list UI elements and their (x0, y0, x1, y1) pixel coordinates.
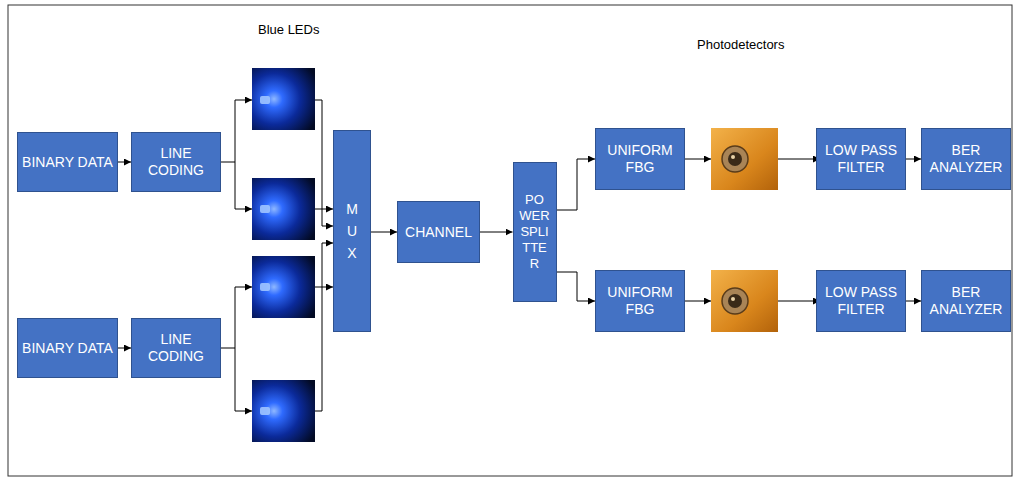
signal-arrow (557, 159, 596, 210)
box-label: BER ANALYZER (922, 284, 1010, 318)
process-box: CHANNEL (397, 201, 480, 263)
wire (217, 100, 820, 411)
box-label: CHANNEL (405, 224, 472, 241)
led-picture (252, 256, 315, 318)
box-label: BINARY DATA (22, 154, 113, 171)
process-box: BER ANALYZER (921, 270, 1011, 332)
process-box: BINARY DATA (17, 318, 118, 378)
box-label: M U X (345, 198, 359, 264)
frame (8, 5, 1012, 476)
box-label: PO WER SPLI TTE R (518, 192, 552, 272)
box-label: BINARY DATA (22, 340, 113, 357)
signal-arrow (906, 301, 921, 302)
signal-arrow (480, 232, 513, 233)
box-label: UNIFORM FBG (596, 284, 684, 318)
signal-arrow (371, 232, 397, 233)
process-box: BINARY DATA (17, 132, 118, 192)
process-box: BER ANALYZER (921, 128, 1011, 190)
box-label: BER ANALYZER (922, 142, 1010, 176)
process-box: LINE CODING (131, 318, 221, 378)
process-box: M U X (333, 130, 371, 332)
signal-arrow (118, 162, 131, 163)
box-label: LINE CODING (132, 331, 220, 365)
signal-arrow (557, 272, 596, 301)
photodetector-picture (711, 270, 778, 332)
box-label: LOW PASS FILTER (817, 284, 905, 318)
box-label: UNIFORM FBG (596, 142, 684, 176)
process-box: UNIFORM FBG (595, 270, 685, 332)
process-box: LINE CODING (131, 132, 221, 192)
led-picture (252, 68, 315, 130)
led-picture (252, 380, 315, 442)
process-box: PO WER SPLI TTE R (513, 162, 557, 302)
caption-label: Blue LEDs (258, 22, 319, 37)
signal-arrow (118, 348, 131, 349)
box-label: LOW PASS FILTER (817, 142, 905, 176)
caption-label: Photodetectors (697, 37, 784, 52)
process-box: LOW PASS FILTER (816, 128, 906, 190)
signal-arrow (906, 159, 921, 160)
process-box: LOW PASS FILTER (816, 270, 906, 332)
process-box: UNIFORM FBG (595, 128, 685, 190)
box-label: LINE CODING (132, 145, 220, 179)
led-picture (252, 178, 315, 240)
photodetector-picture (711, 128, 778, 190)
